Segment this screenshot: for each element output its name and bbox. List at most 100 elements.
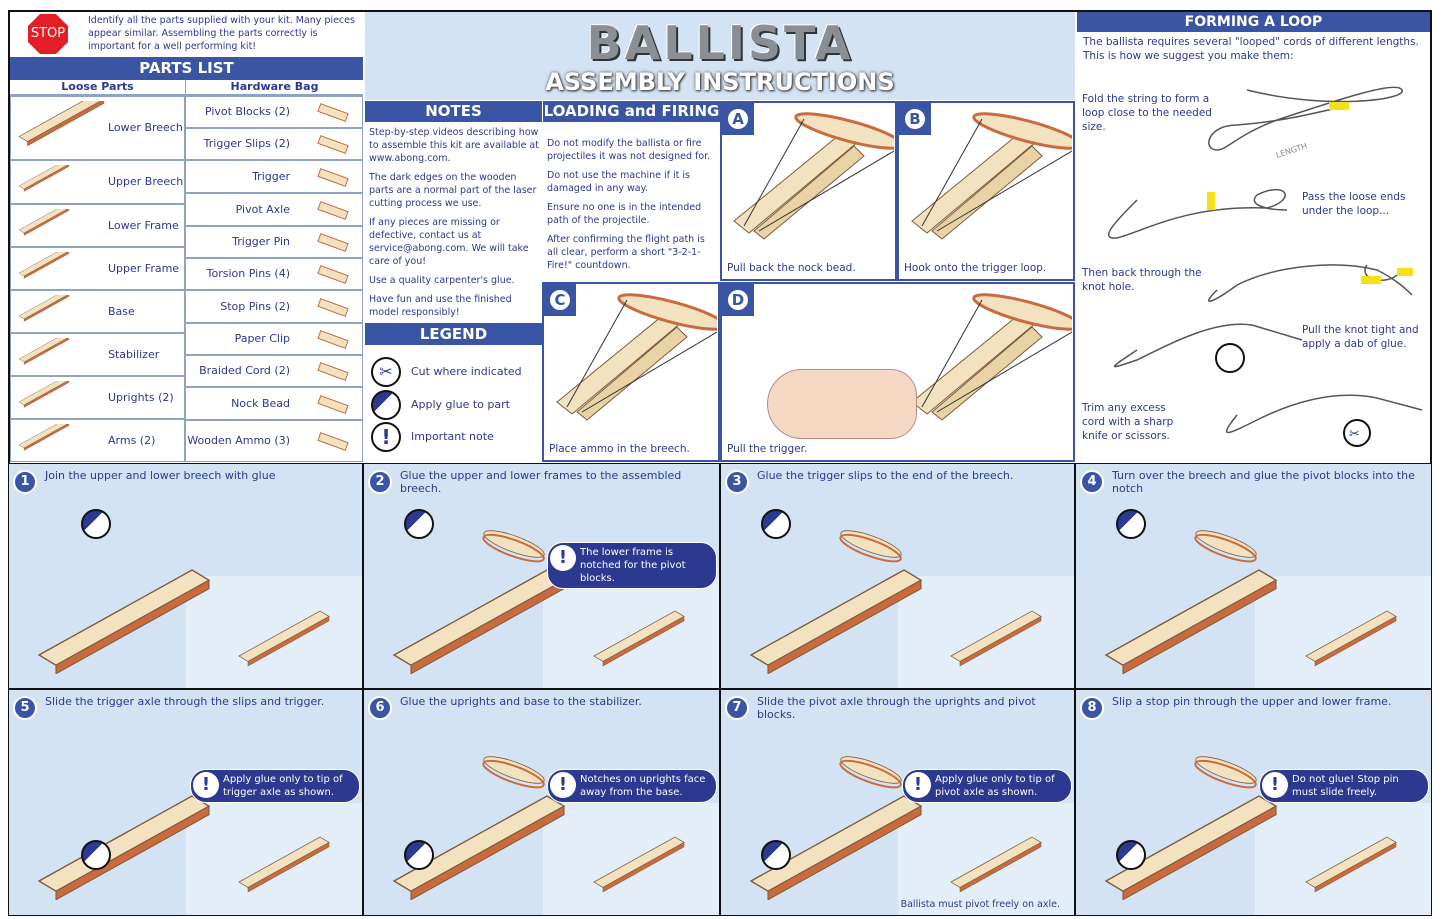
hardware-part-item: Pivot Axle — [185, 193, 363, 226]
detail-illustration — [593, 610, 685, 667]
panel-letter: C — [547, 287, 573, 313]
panel-letter: D — [725, 287, 751, 313]
loose-part-item: Base — [10, 290, 185, 333]
step-text: Join the upper and lower breech with glu… — [45, 469, 276, 482]
notes-title: NOTES — [365, 101, 542, 122]
glue-icon — [1116, 509, 1146, 539]
note-item: Do not use the machine if it is damaged … — [547, 170, 690, 194]
hardware-part-item: Trigger Pin — [185, 226, 363, 258]
exclamation-icon: ! — [550, 772, 576, 798]
step-5: 5 Slide the trigger axle through the sli… — [8, 689, 363, 916]
hardware-part-label: Paper Clip — [234, 332, 290, 345]
hardware-bag-header: Hardware Bag — [185, 80, 363, 96]
note-item: The dark edges on the wooden parts are a… — [369, 172, 537, 209]
hardware-part-label: Trigger Slips (2) — [203, 137, 290, 150]
hardware-part-label: Pivot Axle — [235, 202, 290, 216]
note-item: Do not modify the ballista or fire proje… — [547, 138, 711, 162]
part-illustration — [18, 424, 70, 451]
part-illustration — [18, 209, 70, 236]
note-text: Apply glue only to tip of trigger axle a… — [223, 774, 343, 798]
loose-part-item: Uprights (2) — [10, 376, 185, 419]
cord-loop-1 — [1208, 86, 1403, 151]
detail-illustration — [950, 610, 1042, 667]
ballista-illustration — [910, 292, 1072, 422]
panel-caption: Place ammo in the breech. — [549, 443, 690, 455]
step-text: Turn over the breech and glue the pivot … — [1112, 469, 1415, 495]
part-illustration — [317, 200, 349, 220]
stop-notice: STOP Identify all the parts supplied wit… — [10, 12, 363, 57]
panel-letter: B — [902, 106, 928, 132]
detail-inset — [898, 576, 1074, 688]
loop-title: FORMING A LOOP — [1077, 12, 1430, 32]
important-note: !Notches on uprights face away from the … — [547, 769, 717, 803]
loose-parts-header: Loose Parts — [10, 80, 185, 96]
part-illustration — [317, 394, 349, 414]
exclamation-icon: ! — [550, 545, 576, 571]
hardware-part-item: Trigger — [185, 160, 363, 193]
detail-inset — [543, 803, 719, 915]
legend: ✂ Cut where indicated Apply glue to part… — [369, 355, 539, 460]
part-illustration — [18, 295, 70, 322]
part-illustration — [18, 338, 70, 365]
panel-caption: Pull back the nock bead. — [727, 262, 856, 274]
detail-illustration — [593, 836, 685, 893]
detail-illustration — [950, 836, 1042, 893]
loop-step-text: Fold the string to form a loop close to … — [1082, 93, 1212, 133]
step-number: 7 — [725, 696, 749, 720]
title-sub: ASSEMBLY INSTRUCTIONS — [545, 68, 895, 96]
detail-inset — [1255, 576, 1431, 688]
hardware-part-item: Braided Cord (2) — [185, 355, 363, 387]
hand-illustration — [767, 369, 917, 439]
step-illustration — [393, 750, 565, 900]
hardware-part-item: Pivot Blocks (2) — [185, 96, 363, 128]
part-illustration — [317, 265, 349, 284]
loose-part-item: Lower Breech — [10, 96, 185, 160]
step-2: 2 Glue the upper and lower frames to the… — [363, 463, 720, 689]
part-illustration — [18, 381, 70, 408]
step-text: Glue the upper and lower frames to the a… — [400, 469, 682, 495]
loose-part-item: Upper Frame — [10, 247, 185, 290]
step-text: Slide the trigger axle through the slips… — [45, 695, 325, 708]
part-illustration — [317, 233, 349, 252]
loop-step-text: Pull the knot tight and apply a dab of g… — [1302, 324, 1419, 350]
loading-list: Do not modify the ballista or fire proje… — [547, 137, 717, 278]
panel-b: B Hook onto the trigger loop. — [897, 101, 1075, 281]
detail-inset — [1255, 803, 1431, 915]
part-illustration — [317, 432, 349, 451]
glue-icon — [1116, 840, 1146, 870]
loose-part-label: Base — [108, 304, 135, 318]
important-note: !Apply glue only to tip of trigger axle … — [190, 769, 360, 803]
hardware-part-item: Torsion Pins (4) — [185, 258, 363, 290]
hardware-part-label: Trigger Pin — [232, 235, 290, 248]
legend-label: Apply glue to part — [411, 398, 510, 411]
title-banner: BALLISTA ASSEMBLY INSTRUCTIONS — [365, 12, 1075, 100]
step-text: Slide the pivot axle through the upright… — [757, 695, 1036, 721]
loose-part-item: Lower Frame — [10, 204, 185, 247]
step-number: 5 — [13, 696, 37, 720]
ballista-illustration — [555, 292, 717, 422]
exclamation-icon: ! — [1262, 772, 1288, 798]
detail-illustration — [238, 610, 330, 667]
part-illustration — [317, 297, 349, 317]
glue-icon — [404, 840, 434, 870]
loose-part-item: Stabilizer — [10, 333, 185, 376]
loop-intro: The ballista requires several "looped" c… — [1083, 36, 1419, 62]
loading-title: LOADING and FIRING — [543, 101, 720, 122]
arrow-icon — [1397, 268, 1413, 276]
note-text: The lower frame is notched for the pivot… — [580, 547, 686, 584]
title-main: BALLISTA — [586, 16, 854, 70]
loop-step-text: Then back through the knot hole. — [1082, 267, 1202, 293]
loose-part-label: Uprights (2) — [108, 390, 174, 404]
detail-inset — [898, 803, 1074, 915]
step-number: 3 — [725, 470, 749, 494]
panel-letter: A — [725, 106, 751, 132]
note-text: Do not glue! Stop pin must slide freely. — [1292, 774, 1399, 798]
part-illustration — [317, 330, 349, 349]
hardware-part-label: Braided Cord (2) — [199, 364, 290, 377]
hardware-part-label: Trigger — [252, 169, 290, 183]
glue-icon — [761, 509, 791, 539]
loose-part-label: Lower Breech — [108, 121, 183, 134]
note-text: Apply glue only to tip of pivot axle as … — [935, 774, 1055, 798]
note-text: Notches on uprights face away from the b… — [580, 774, 706, 798]
notes-list: Step-by-step videos describing how to as… — [369, 126, 539, 325]
